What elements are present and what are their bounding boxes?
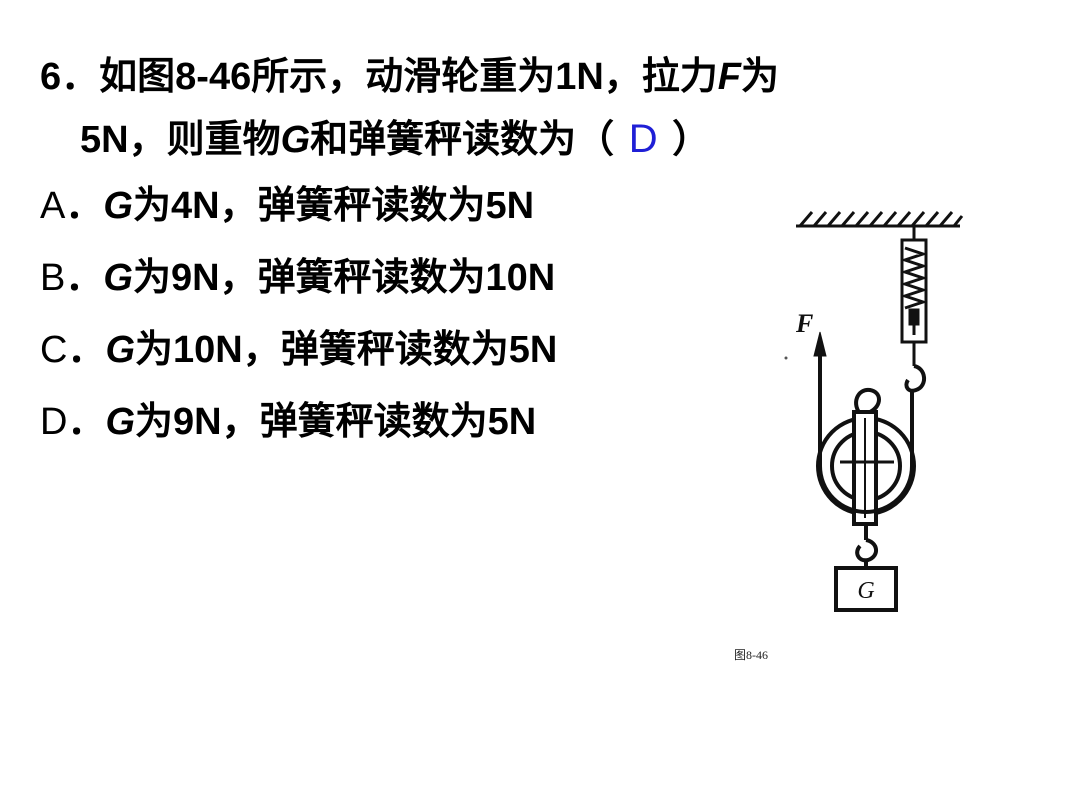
pulley-diagram: F G: [784, 211, 964, 612]
options-list: A．G为4N，弹簧秤读数为5N B．G为9N，弹簧秤读数为10N C．G为10N…: [40, 170, 780, 458]
force-symbol: F: [717, 56, 742, 98]
movable-pulley: [816, 387, 916, 526]
option-separator: ．: [65, 185, 104, 227]
option-text: 为10N，弹簧秤读数为5N: [135, 329, 558, 371]
force-label: F: [795, 309, 813, 338]
rope: [818, 352, 914, 514]
figure-caption: 图8-46: [734, 648, 768, 662]
option-letter: C: [40, 329, 68, 371]
question-line-2: 5N，则重物G和弹簧秤读数为（ D ）: [40, 108, 780, 171]
question-text-2-middle: 和弹簧秤读数为（: [310, 119, 615, 161]
option-c: C．G为10N，弹簧秤读数为5N: [40, 314, 780, 386]
question-text-1: 如图8-46所示，动滑轮重为1N，拉力: [99, 56, 718, 98]
option-letter: D: [40, 401, 68, 443]
option-symbol: G: [105, 401, 136, 443]
question-stem: 6．如图8-46所示，动滑轮重为1N，拉力F为 5N，则重物G和弹簧秤读数为（ D…: [40, 46, 780, 171]
question-text-2-start: 5N，则重物: [80, 119, 281, 161]
stray-dot: [784, 356, 788, 360]
option-symbol: G: [105, 329, 136, 371]
option-separator: ．: [65, 257, 104, 299]
option-d: D．G为9N，弹簧秤读数为5N: [40, 386, 780, 458]
option-letter: B: [40, 257, 66, 299]
weight-hook: [855, 524, 878, 568]
option-symbol: G: [103, 257, 133, 299]
spring-scale: [900, 226, 928, 393]
question-separator: ．: [61, 56, 100, 98]
option-separator: ．: [67, 329, 106, 371]
option-b: B．G为9N，弹簧秤读数为10N: [40, 242, 780, 314]
answer-letter: D: [628, 117, 658, 161]
option-letter: A: [40, 185, 66, 227]
option-text: 为9N，弹簧秤读数为5N: [135, 401, 537, 443]
question-text-1-end: 为: [741, 56, 780, 98]
ceiling: [796, 211, 964, 228]
option-text: 为9N，弹簧秤读数为10N: [132, 257, 556, 299]
question-number: 6: [40, 56, 62, 98]
weight-label: G: [857, 578, 874, 604]
option-text: 为4N，弹簧秤读数为5N: [132, 185, 535, 227]
force-arrow: [813, 331, 827, 357]
question-text-2-end: ）: [672, 119, 711, 161]
option-separator: ．: [67, 401, 106, 443]
weight-block: [834, 566, 898, 612]
option-a: A．G为4N，弹簧秤读数为5N: [40, 170, 780, 242]
question-line-1: 6．如图8-46所示，动滑轮重为1N，拉力F为: [40, 46, 780, 108]
weight-symbol: G: [280, 119, 311, 161]
option-symbol: G: [103, 185, 133, 227]
